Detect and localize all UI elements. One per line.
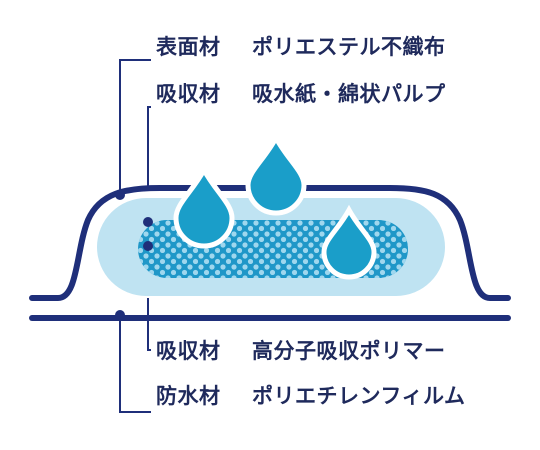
label-surface-description: ポリエステル不織布: [252, 35, 446, 59]
water-drop-top: [245, 132, 307, 216]
label-surface: 表面材 ポリエステル不織布: [156, 29, 446, 63]
leader-line-waterproof: [119, 315, 151, 413]
connector-dot-waterproof: [115, 310, 125, 320]
label-absorbent-paper-description: 吸水紙・綿状パルプ: [252, 82, 446, 106]
leader-line-surface: [119, 59, 151, 195]
label-polymer: 吸収材 高分子吸収ポリマー: [156, 333, 446, 367]
label-waterproof-term: 防水材: [156, 384, 221, 408]
water-drop-left: [173, 164, 235, 249]
label-absorbent-paper-term: 吸収材: [156, 82, 221, 106]
connector-dot-absorbent-paper: [143, 217, 153, 227]
leader-line-absorbent-paper: [147, 106, 151, 222]
label-surface-term: 表面材: [156, 35, 221, 59]
water-drop-right: [321, 204, 377, 280]
label-absorbent-paper: 吸収材 吸水紙・綿状パルプ: [156, 76, 446, 110]
label-waterproof: 防水材 ポリエチレンフィルム: [156, 378, 466, 412]
connector-dots: [115, 190, 153, 320]
water-droplets: [173, 132, 377, 280]
label-polymer-description: 高分子吸収ポリマー: [252, 339, 446, 363]
label-waterproof-description: ポリエチレンフィルム: [252, 384, 466, 408]
connector-dot-surface: [115, 190, 125, 200]
label-polymer-term: 吸収材: [156, 339, 221, 363]
connector-dot-polymer: [143, 241, 153, 251]
